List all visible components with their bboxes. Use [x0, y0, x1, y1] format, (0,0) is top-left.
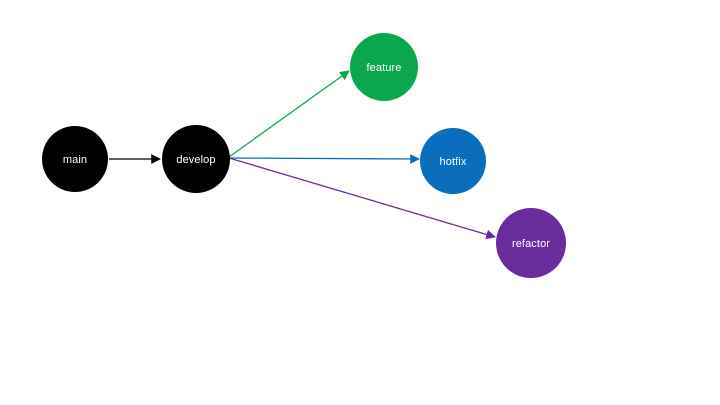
- node-main[interactable]: main: [42, 126, 108, 192]
- node-refactor-label: refactor: [512, 238, 550, 250]
- node-hotfix[interactable]: hotfix: [420, 128, 486, 194]
- node-main-label: main: [63, 154, 87, 166]
- node-develop-circle[interactable]: [162, 125, 230, 193]
- edge-develop-to-hotfix[interactable]: [228, 154, 420, 164]
- node-hotfix-circle[interactable]: [420, 128, 486, 194]
- node-develop-label: develop: [176, 154, 215, 166]
- node-refactor-circle[interactable]: [496, 208, 566, 278]
- node-feature-circle[interactable]: [350, 33, 418, 101]
- edge-develop-to-refactor[interactable]: [228, 157, 496, 240]
- node-hotfix-label: hotfix: [440, 156, 467, 168]
- node-feature[interactable]: feature: [350, 33, 418, 101]
- node-main-circle[interactable]: [42, 126, 108, 192]
- node-develop[interactable]: develop: [162, 125, 230, 193]
- node-refactor[interactable]: refactor: [496, 208, 566, 278]
- node-feature-label: feature: [367, 62, 402, 74]
- edge-develop-to-feature[interactable]: [228, 70, 350, 158]
